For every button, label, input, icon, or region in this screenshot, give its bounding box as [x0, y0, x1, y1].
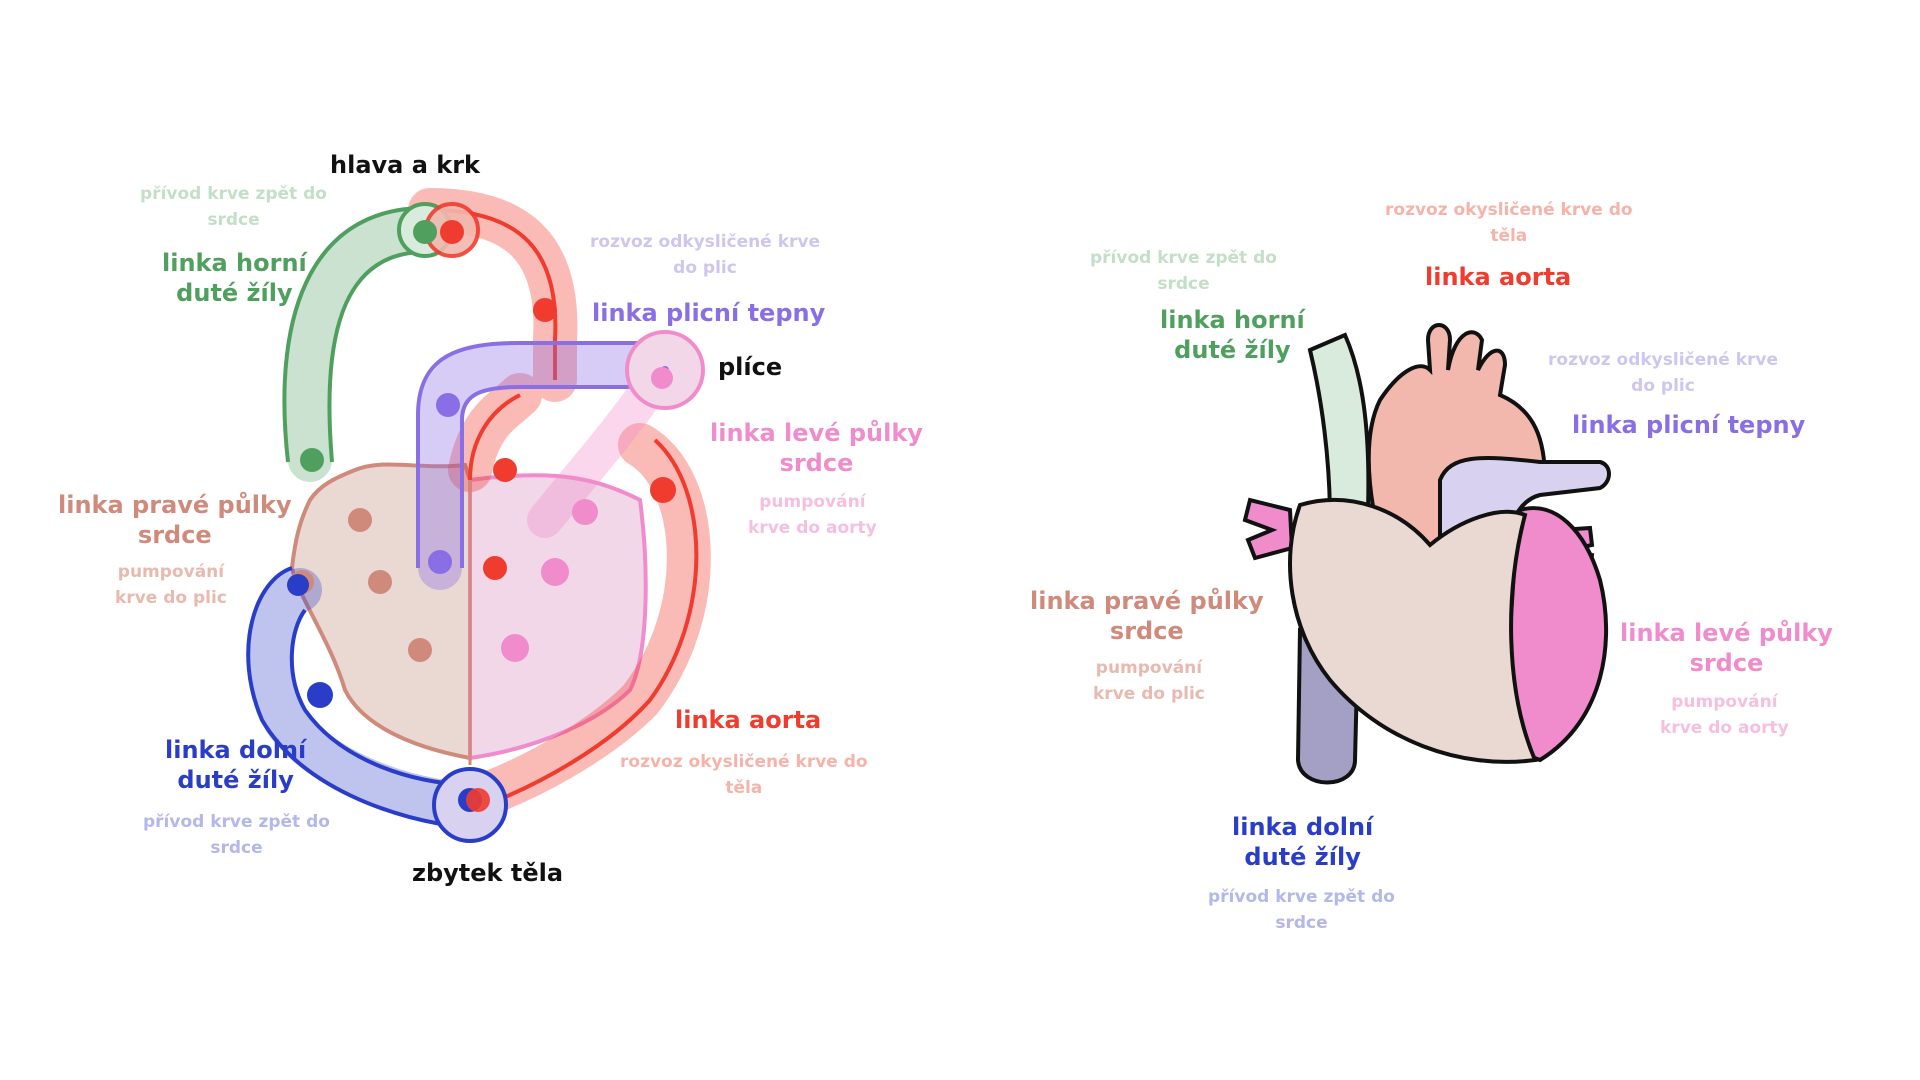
r-horni-name: linka horní duté žíly: [1160, 306, 1305, 364]
lungs-label: plíce: [718, 353, 783, 381]
r-aorta-name: linka aorta: [1425, 263, 1572, 291]
r-dolni-name: linka dolní duté žíly: [1232, 813, 1374, 871]
dolni-line: [246, 568, 492, 827]
r-plicni-name: linka plicní tepny: [1572, 411, 1806, 439]
right-heart-half: [289, 462, 472, 761]
prava-desc: pumpování krve do plic: [115, 562, 227, 608]
body-label: zbytek těla: [412, 859, 564, 887]
prava-half: [1288, 497, 1538, 764]
r-dolni-desc: přívod krve zpět do srdce: [1208, 887, 1395, 933]
r-prava-desc: pumpování krve do plic: [1093, 658, 1205, 704]
prava-name: linka pravé půlky srdce: [58, 491, 292, 549]
plicni-name: linka plicní tepny: [592, 299, 826, 327]
aorta-name: linka aorta: [675, 706, 822, 734]
horni-name: linka horní duté žíly: [162, 249, 307, 307]
r-leva-name: linka levé půlky srdce: [1620, 619, 1833, 677]
horni-desc: přívod krve zpět do srdce: [140, 184, 327, 230]
r-prava-name: linka pravé půlky srdce: [1030, 587, 1264, 645]
left-heart-half: [468, 473, 648, 761]
horni-vessel: [1307, 332, 1371, 523]
r-plicni-desc: rozvoz odkysličené krve do plic: [1548, 350, 1778, 396]
dolni-desc: přívod krve zpět do srdce: [143, 812, 330, 858]
r-horni-desc: přívod krve zpět do srdce: [1090, 248, 1277, 294]
head-label: hlava a krk: [330, 151, 481, 179]
r-aorta-desc: rozvoz okysličené krve do těla: [1385, 200, 1633, 246]
dolni-name: linka dolní duté žíly: [165, 736, 307, 794]
plicni-desc: rozvoz odkysličené krve do plic: [590, 232, 820, 278]
leva-name: linka levé půlky srdce: [710, 419, 923, 477]
aorta-desc: rozvoz okysličené krve do těla: [620, 752, 868, 798]
r-leva-desc: pumpování krve do aorty: [1660, 692, 1789, 738]
horni-line: [284, 208, 447, 482]
leva-desc: pumpování krve do aorty: [748, 492, 877, 538]
